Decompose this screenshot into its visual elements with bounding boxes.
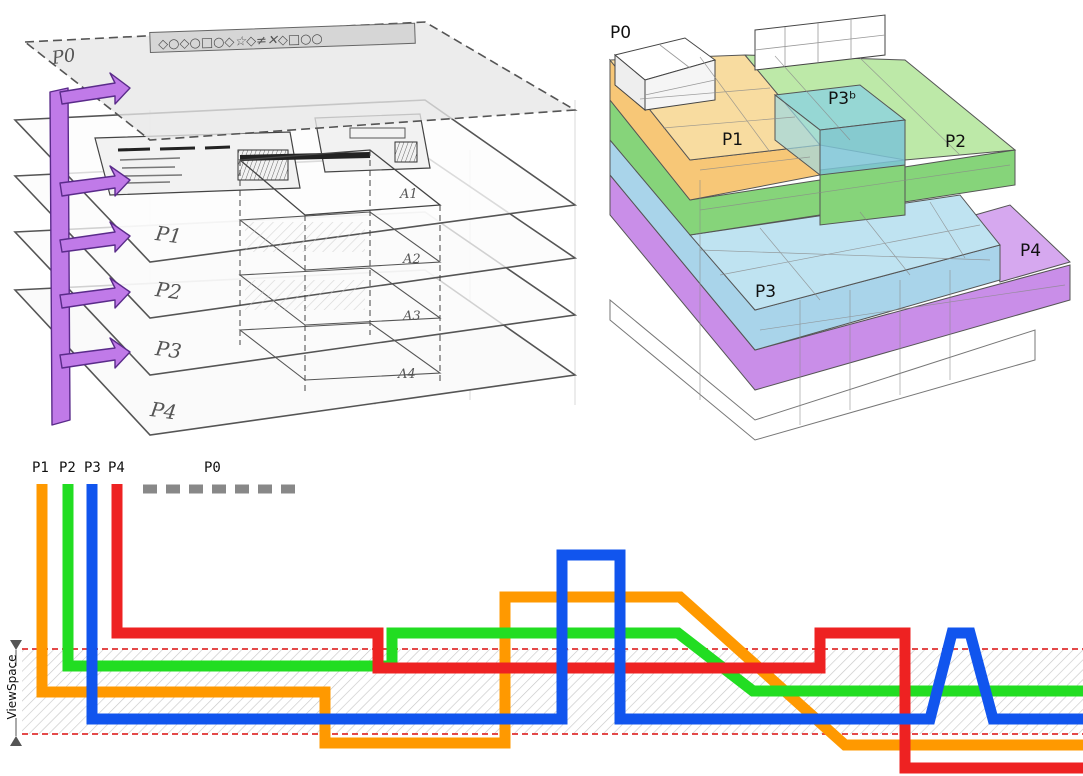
area-label-a2: A2 — [402, 252, 421, 267]
sketch-label-p0: P0 — [50, 45, 77, 69]
sketch-label-p1: P1 — [153, 221, 183, 249]
block-stack-diagram: P0 P1 P3ᵇ P2 P4 P3 — [610, 15, 1070, 440]
sketch-label-p3: P3 — [153, 336, 183, 364]
legend-label-p4: P4 — [108, 460, 125, 476]
viewspace-lane-diagram: ViewSpace P1 P2 P3 P4 P0 — [5, 460, 1083, 768]
viewspace-bottom-triangle — [10, 736, 22, 746]
block-label-p0: P0 — [610, 23, 631, 43]
legend-label-p3: P3 — [84, 460, 101, 476]
legend-label-p0: P0 — [204, 460, 221, 476]
block-label-p3b: P3ᵇ — [828, 89, 856, 109]
area-label-a3: A3 — [402, 309, 421, 324]
viewspace-label: ViewSpace — [5, 654, 19, 719]
block-label-p2: P2 — [945, 132, 966, 152]
block-label-p3: P3 — [755, 282, 776, 302]
area-label-a1: A1 — [399, 187, 418, 202]
legend-label-p1: P1 — [32, 460, 49, 476]
sketch-label-p2: P2 — [153, 277, 183, 305]
sketch-label-p4: P4 — [148, 397, 178, 425]
legend-label-p2: P2 — [59, 460, 76, 476]
plane-stack-sketch: P0 ◇○◇○□○◇☆◇≠✕◇□○○ P1 P2 P3 P4 A1 A2 A3 … — [15, 22, 575, 435]
block-label-p4: P4 — [1020, 241, 1041, 261]
area-label-a4: A4 — [397, 367, 416, 382]
block-label-p1: P1 — [722, 130, 743, 150]
viewspace-top-triangle — [10, 640, 22, 650]
